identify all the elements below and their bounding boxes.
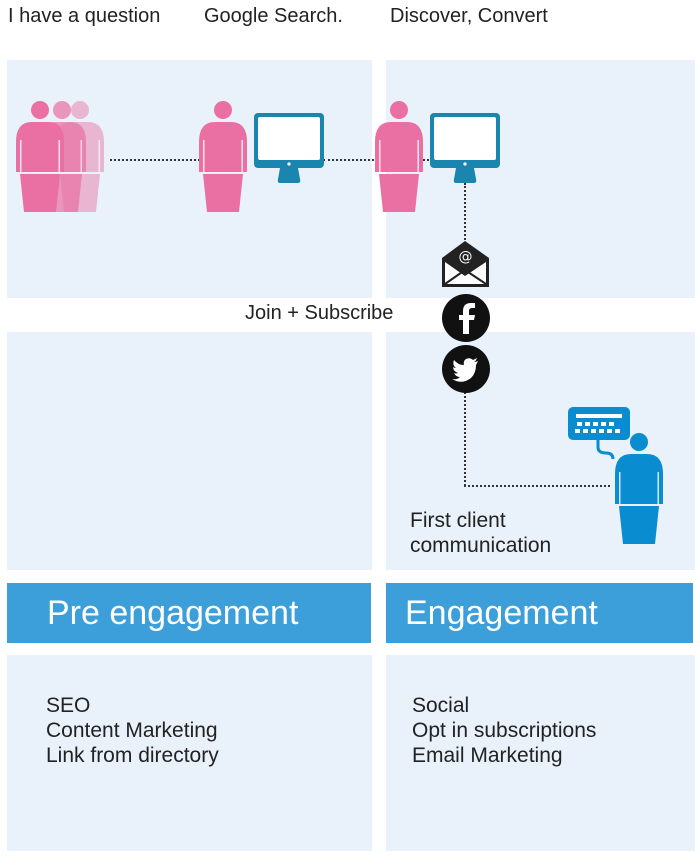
connector-line — [464, 392, 466, 486]
keyboard-icon — [568, 407, 630, 460]
connector-line — [323, 159, 378, 161]
section-header-engagement: Engagement — [386, 583, 693, 643]
panel-pre-bottom — [7, 655, 372, 851]
group-person-icon — [16, 101, 104, 212]
connector-line — [110, 159, 200, 161]
list-item: SEO — [46, 694, 91, 717]
list-item: Social — [412, 694, 470, 717]
facebook-icon[interactable] — [442, 294, 490, 342]
panel-eng-bottom — [386, 655, 695, 851]
monitor-icon — [254, 113, 324, 183]
list-item: Content Marketing — [46, 719, 218, 742]
first-contact-line: First client — [410, 509, 506, 532]
connector-line — [464, 485, 610, 487]
first-contact-line: communication — [410, 534, 552, 557]
panel-pre-middle — [7, 332, 372, 570]
person-icon — [375, 101, 423, 212]
stage-label-question: I have a question — [8, 5, 161, 27]
list-item: Email Marketing — [412, 744, 563, 767]
stage-label-search: Google Search. — [204, 5, 343, 27]
connector-line — [420, 159, 432, 161]
stage-label-discover: Discover, Convert — [390, 5, 548, 27]
monitor-icon — [430, 113, 500, 183]
panel-eng-top — [386, 60, 695, 298]
join-subscribe-label: Join + Subscribe — [245, 302, 394, 324]
engagement-list: Social Opt in subscriptions Email Market… — [412, 693, 596, 768]
first-contact-label: First client communication — [410, 508, 551, 558]
person-icon — [199, 101, 247, 212]
svg-text:@: @ — [459, 249, 473, 265]
email-icon: @ — [442, 241, 489, 287]
section-header-pre-engagement: Pre engagement — [7, 583, 371, 643]
twitter-icon[interactable] — [442, 345, 490, 393]
connector-line — [464, 183, 466, 240]
pre-engagement-list: SEO Content Marketing Link from director… — [46, 693, 219, 768]
list-item: Link from directory — [46, 744, 219, 767]
list-item: Opt in subscriptions — [412, 719, 597, 742]
client-person-icon — [615, 433, 663, 544]
